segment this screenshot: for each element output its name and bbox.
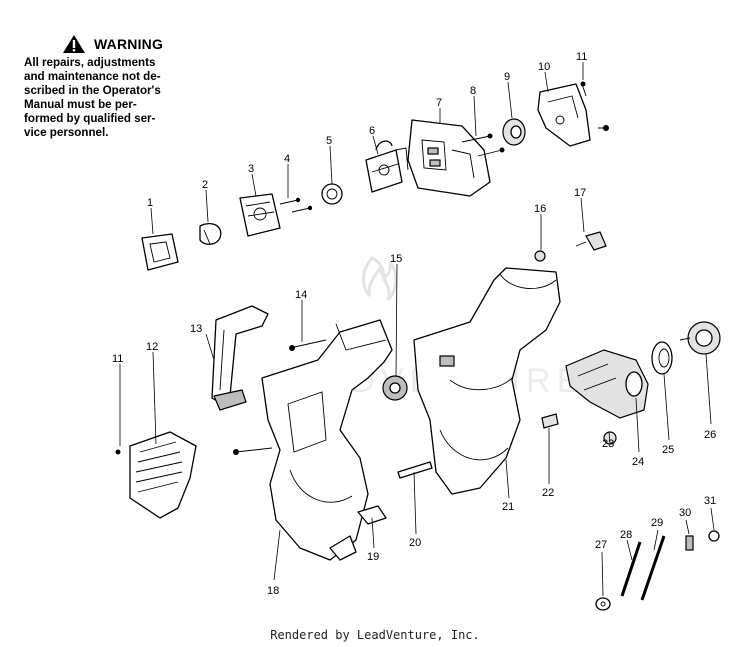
part-11-screw-top <box>580 81 609 131</box>
callout-11-top: 11 <box>576 51 587 63</box>
callout-13: 13 <box>190 323 202 335</box>
callout-19: 19 <box>367 551 379 563</box>
part-25-seal-ring <box>651 341 673 375</box>
part-15-impeller <box>382 375 408 401</box>
part-26-flange <box>679 321 721 355</box>
part-5-ring <box>321 183 343 205</box>
callout-7: 7 <box>436 97 442 109</box>
callout-31: 31 <box>704 495 716 507</box>
callout-28: 28 <box>620 529 632 541</box>
part-19-clip <box>357 505 387 525</box>
part-2-plug <box>199 223 222 245</box>
warning-line: Manual must be per- <box>24 98 137 111</box>
part-18-left-housing <box>233 319 393 561</box>
callout-17: 17 <box>574 187 586 199</box>
callout-labels: 1 2 3 4 5 6 7 8 9 10 11 11 12 13 14 15 1… <box>112 51 716 597</box>
callout-24: 24 <box>632 456 644 468</box>
warning-title: WARNING <box>94 36 164 52</box>
callout-9: 9 <box>504 71 510 83</box>
callout-20: 20 <box>409 537 421 549</box>
callout-16: 16 <box>534 203 546 215</box>
callout-29: 29 <box>651 517 663 529</box>
callout-8: 8 <box>470 85 476 97</box>
callout-18: 18 <box>267 585 279 597</box>
callout-23: 23 <box>602 438 614 450</box>
part-14-screw <box>289 339 327 351</box>
warning-line: vice personnel. <box>24 126 109 139</box>
part-30-valve <box>685 535 694 551</box>
footer-credit: Rendered by LeadVenture, Inc. <box>270 628 480 642</box>
part-24-outlet-housing <box>565 349 649 419</box>
warning-box: WARNING All repairs, adjustments and mai… <box>24 34 194 140</box>
warning-header: WARNING <box>62 34 194 54</box>
part-20-pin <box>397 461 433 479</box>
callout-25: 25 <box>662 444 674 456</box>
part-22-tab <box>541 413 559 429</box>
callout-27: 27 <box>595 539 607 551</box>
callout-14: 14 <box>295 289 307 301</box>
callout-11-left: 11 <box>112 353 123 365</box>
callout-21: 21 <box>502 501 514 513</box>
callout-4: 4 <box>284 153 290 165</box>
callout-10: 10 <box>538 61 550 73</box>
warning-line: All repairs, adjustments <box>24 56 156 69</box>
callout-26: 26 <box>704 429 716 441</box>
callout-3: 3 <box>248 163 254 175</box>
callout-6: 6 <box>369 125 375 137</box>
part-31-grommet <box>708 530 720 542</box>
callout-15: 15 <box>390 253 402 265</box>
part-27-washer <box>595 597 611 611</box>
part-29-tube <box>640 535 666 601</box>
warning-triangle-icon <box>63 35 85 53</box>
part-10-bracket <box>537 83 591 147</box>
callout-22: 22 <box>542 487 554 499</box>
warning-line: formed by qualified ser- <box>24 112 156 125</box>
part-6-carburetor <box>365 140 409 193</box>
part-28-tube <box>620 541 642 597</box>
callout-12: 12 <box>146 341 158 353</box>
part-1-gasket <box>141 233 179 271</box>
warning-line: scribed in the Operator's <box>24 84 161 97</box>
part-4-screws <box>279 197 313 213</box>
callout-2: 2 <box>202 179 208 191</box>
callout-1: 1 <box>147 197 153 209</box>
part-9-bearing <box>502 118 526 146</box>
part-7-housing-plate <box>407 119 491 197</box>
part-3-intake-block <box>239 193 281 237</box>
part-16-nut <box>534 250 546 262</box>
warning-line: and maintenance not de- <box>24 70 161 83</box>
part-8-bolts <box>461 133 505 157</box>
leader-lines <box>119 62 715 597</box>
part-13-handle <box>211 305 269 411</box>
part-12-engine-cover <box>115 431 197 519</box>
warning-text: All repairs, adjustments and maintenance… <box>24 56 194 140</box>
flame-logo-icon <box>362 256 398 302</box>
callout-30: 30 <box>679 507 691 519</box>
part-17-knob <box>575 231 607 251</box>
part-21-right-housing <box>413 267 561 495</box>
callout-5: 5 <box>326 135 332 147</box>
